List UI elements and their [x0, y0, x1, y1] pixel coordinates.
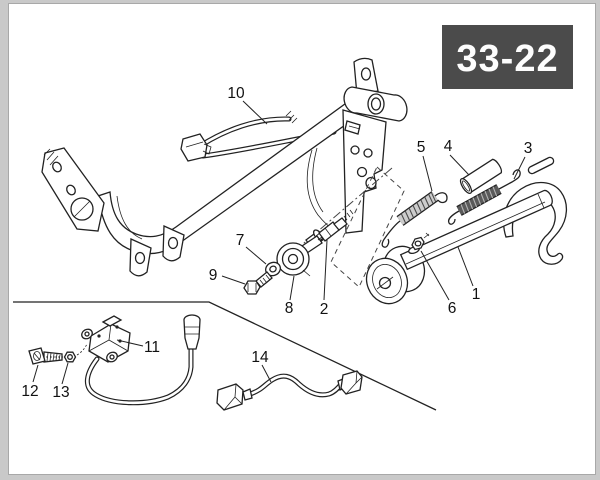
leader-13	[61, 362, 69, 385]
part-number-labels: 1 2 3 4 5 6 7 8 9 10 11 12 13 14	[21, 85, 532, 401]
label-2: 2	[320, 301, 329, 318]
hole	[167, 236, 179, 250]
part-3-spring	[447, 169, 521, 225]
leader-12	[32, 364, 39, 383]
leader-7	[245, 246, 267, 265]
wire-connector	[180, 133, 208, 162]
label-9: 9	[209, 267, 218, 284]
label-1: 1	[472, 286, 481, 303]
label-3: 3	[524, 140, 533, 157]
hole	[52, 161, 62, 173]
leader-2	[323, 239, 328, 301]
part-4-bushing	[459, 158, 503, 195]
badge-background	[442, 25, 573, 89]
wire-terminal-hatch	[285, 110, 298, 124]
stand-stop-tab	[527, 156, 555, 175]
label-10: 10	[227, 85, 245, 102]
leader-6	[420, 250, 450, 301]
page-badge: 33-22	[442, 25, 573, 89]
part-8-switch	[276, 232, 323, 277]
part-11-switch-cable	[81, 314, 201, 406]
cable-connector	[183, 314, 201, 350]
hole	[356, 166, 368, 178]
label-13: 13	[52, 384, 69, 401]
part-6-nut	[408, 232, 430, 255]
label-7: 7	[236, 232, 245, 249]
label-11: 11	[144, 339, 160, 356]
frame-clip	[344, 120, 361, 135]
leader-4	[449, 154, 470, 176]
part-14-cable	[216, 370, 363, 411]
label-14: 14	[251, 349, 269, 366]
leader-1	[457, 246, 474, 287]
part-13-nut	[46, 343, 88, 363]
leader-8	[289, 275, 295, 301]
leader-14	[261, 364, 272, 383]
part-5-spring	[381, 191, 448, 248]
hole	[134, 251, 146, 265]
part-12-bolt	[28, 347, 63, 365]
label-5: 5	[417, 139, 426, 156]
label-4: 4	[444, 138, 453, 155]
leader-10	[242, 100, 268, 125]
frame-bracket	[41, 57, 408, 277]
label-6: 6	[448, 300, 457, 317]
badge-number: 33-22	[456, 38, 558, 80]
leader-3	[513, 156, 526, 180]
leader-lines	[32, 100, 526, 385]
cable-connector	[216, 383, 244, 411]
label-12: 12	[21, 383, 38, 400]
hole	[365, 176, 377, 190]
hole	[350, 145, 360, 155]
part-1-stand	[365, 156, 568, 305]
leader-9	[221, 275, 246, 285]
hole	[66, 184, 76, 196]
leader-11	[116, 339, 144, 347]
leader-5	[422, 155, 433, 192]
hole	[363, 148, 373, 158]
hole	[360, 67, 372, 81]
label-8: 8	[285, 300, 294, 317]
cable-connector	[340, 370, 363, 395]
part-9-bolt	[243, 271, 273, 295]
